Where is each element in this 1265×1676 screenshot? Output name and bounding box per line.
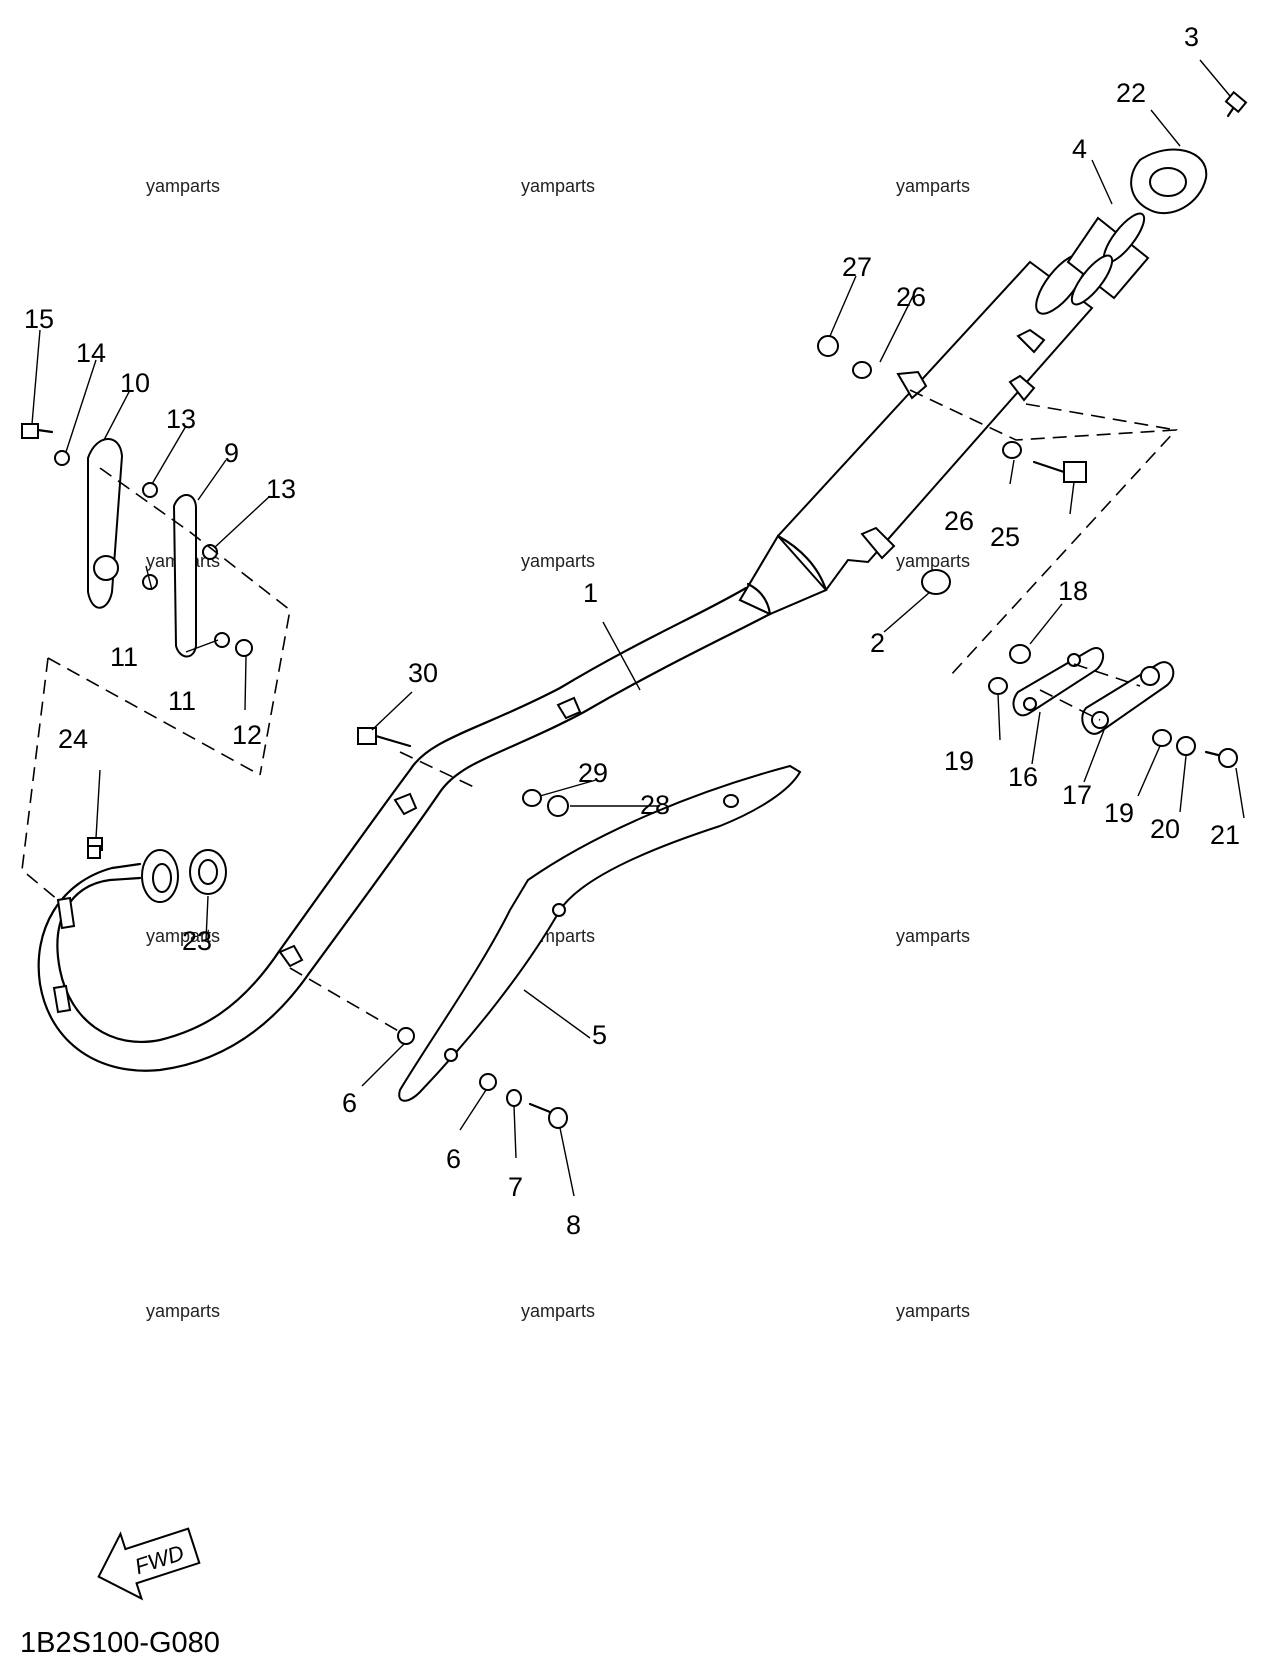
callout-14: 14 xyxy=(76,338,106,368)
tail-pipe-group xyxy=(1066,90,1248,306)
callout-18: 18 xyxy=(1058,576,1088,606)
callout-2: 2 xyxy=(870,628,885,658)
callout-12: 12 xyxy=(232,720,262,750)
callout-26: 26 xyxy=(944,506,974,536)
callout-1: 1 xyxy=(583,578,598,608)
callout-19: 19 xyxy=(944,746,974,776)
watermarks: yamparts yamparts yamparts yamparts yamp… xyxy=(146,176,970,1321)
muffler-assembly xyxy=(37,253,1094,1072)
callout-27: 27 xyxy=(842,252,872,282)
callout-24: 24 xyxy=(58,724,88,754)
protector-brackets xyxy=(87,438,197,658)
watermark: yamparts xyxy=(896,176,970,196)
callout-8: 8 xyxy=(566,1210,581,1240)
callout-29: 29 xyxy=(578,758,608,788)
callout-19: 19 xyxy=(1104,798,1134,828)
callout-25: 25 xyxy=(990,522,1020,552)
callout-15: 15 xyxy=(24,304,54,334)
callout-5: 5 xyxy=(592,1020,607,1050)
watermark: yamparts xyxy=(146,176,220,196)
watermark: yamparts xyxy=(146,926,220,946)
callout-3: 3 xyxy=(1184,22,1199,52)
fwd-arrow: FWD xyxy=(97,1527,201,1601)
callout-4: 4 xyxy=(1072,134,1087,164)
callout-21: 21 xyxy=(1210,820,1240,850)
diagram-code: 1B2S100-G080 xyxy=(20,1627,220,1659)
callout-6: 6 xyxy=(446,1144,461,1174)
callout-labels: 1 2 3 4 5 6 6 7 8 9 10 11 11 12 13 13 14… xyxy=(24,22,1240,1240)
callout-11: 11 xyxy=(168,686,196,716)
side-brackets xyxy=(1012,647,1175,735)
callout-26: 26 xyxy=(896,282,926,312)
watermark: yamparts xyxy=(521,176,595,196)
assembly-lines xyxy=(21,389,1178,1033)
callout-7: 7 xyxy=(508,1172,523,1202)
callout-20: 20 xyxy=(1150,814,1180,844)
leader-lines xyxy=(31,59,1245,1197)
watermark: yamparts xyxy=(896,551,970,571)
watermark: yamparts xyxy=(896,1301,970,1321)
callout-23: 23 xyxy=(182,926,212,956)
callout-17: 17 xyxy=(1062,780,1092,810)
watermark: yamparts xyxy=(896,926,970,946)
watermark: yamparts xyxy=(521,551,595,571)
fasteners xyxy=(21,335,1238,1129)
callout-6: 6 xyxy=(342,1088,357,1118)
callout-9: 9 xyxy=(224,438,239,468)
heat-protector xyxy=(398,764,802,1102)
callout-13: 13 xyxy=(266,474,296,504)
callout-11: 11 xyxy=(110,642,138,672)
callout-22: 22 xyxy=(1116,78,1146,108)
watermark: yamparts xyxy=(521,1301,595,1321)
watermark: yamparts xyxy=(146,1301,220,1321)
callout-30: 30 xyxy=(408,658,438,688)
callout-13: 13 xyxy=(166,404,196,434)
callout-10: 10 xyxy=(120,368,150,398)
callout-28: 28 xyxy=(640,790,670,820)
callout-16: 16 xyxy=(1008,762,1038,792)
